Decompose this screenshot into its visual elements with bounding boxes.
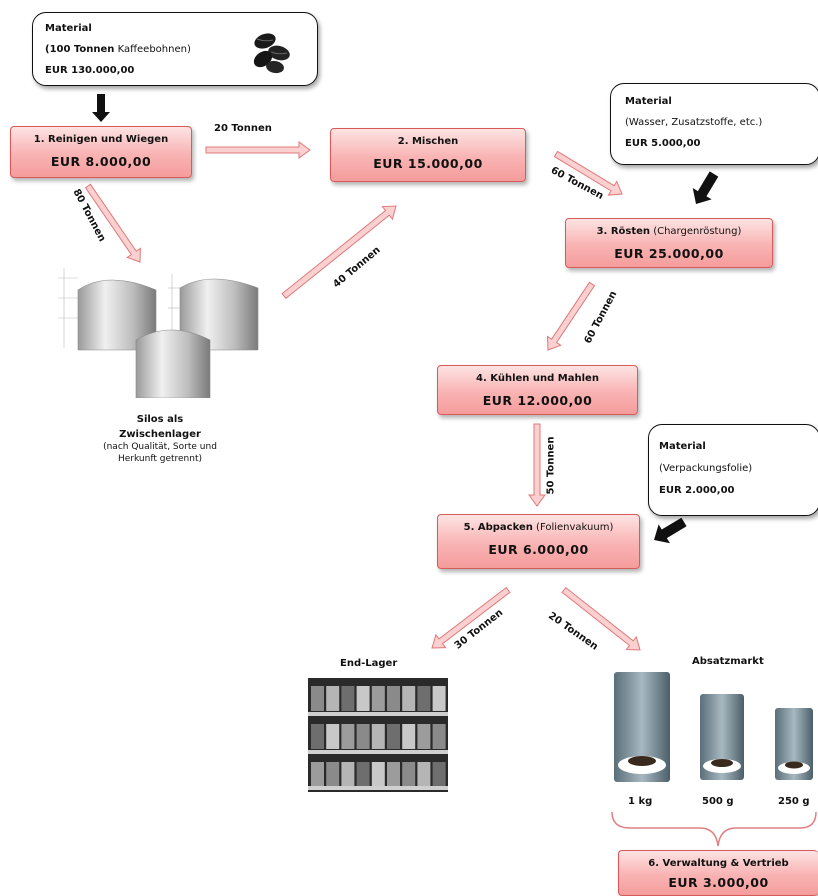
arrow-reinigen-to-silos [84, 183, 141, 263]
coffee-packages-image [614, 672, 813, 782]
arrow-silos-to-mischen [281, 205, 397, 300]
shelf-box [387, 724, 400, 749]
shelf-box [417, 724, 431, 749]
step-cost: EUR 12.000,00 [482, 393, 593, 408]
material-title: Material [625, 96, 672, 107]
arrow-abpacken-to-endlager [431, 586, 511, 649]
shelf-box [417, 686, 431, 711]
shelf-box [371, 724, 385, 749]
shelf-box [341, 686, 355, 711]
step-verwaltung-vertrieb: 6. Verwaltung & Vertrieb EUR 3.000,00 [618, 850, 818, 896]
material-box-additives: Material (Wasser, Zusatzstoffe, etc.) EU… [610, 83, 818, 165]
step-cost: EUR 6.000,00 [488, 542, 589, 557]
flow-label-kuehlen-to-abpacken: 50 Tonnen [545, 436, 557, 495]
silos-note-line1: (nach Qualität, Sorte und [103, 442, 217, 452]
step-name: 5. Abpacken (Folienvakuum) [463, 522, 614, 533]
silos-title-line2: Zwischenlager [119, 429, 201, 440]
sizes-bracket [611, 811, 817, 847]
shelf-box [417, 762, 431, 787]
material-box-coffee-beans: Material (100 Tonnen Kaffeebohnen) EUR 1… [32, 12, 318, 86]
arrow-material-to-abpacken [654, 517, 687, 544]
shelf-box [356, 762, 370, 787]
step-name: 1. Reinigen und Wiegen [33, 134, 169, 145]
shelf-box [356, 724, 370, 749]
arrow-kuehlen-to-abpacken [528, 423, 546, 507]
silos-caption: Silos als Zwischenlager (nach Qualität, … [80, 412, 240, 465]
material-subtitle: (Wasser, Zusatzstoffe, etc.) [625, 117, 763, 128]
arrow-reinigen-to-mischen [205, 141, 311, 159]
step-roesten: 3. Rösten (Chargenröstung) EUR 25.000,00 [565, 218, 773, 268]
arrow-abpacken-to-absatzmarkt [561, 586, 641, 651]
material-title: Material [659, 441, 706, 452]
shelf-box [371, 762, 385, 787]
shelf-box [387, 686, 400, 711]
pink-flow-arrows [84, 141, 641, 651]
silos-image [58, 268, 259, 398]
shelf-box [311, 686, 324, 711]
step-kuehlen-mahlen: 4. Kühlen und Mahlen EUR 12.000,00 [437, 365, 638, 415]
silos-title-line1: Silos als [136, 414, 184, 425]
material-title: Material [45, 23, 92, 34]
arrow-material-to-reinigen [92, 94, 110, 122]
step-name: 2. Mischen [397, 136, 459, 147]
arrow-roesten-to-kuehlen [546, 281, 596, 351]
material-subtitle: (100 Tonnen Kaffeebohnen) [45, 44, 191, 55]
warehouse-shelf-image [308, 678, 448, 792]
size-label-1kg: 1 kg [628, 796, 653, 807]
step-cost: EUR 15.000,00 [373, 156, 483, 171]
shelf-box [402, 686, 416, 711]
arrow-mischen-to-roesten [553, 150, 623, 196]
shelf-box [311, 762, 324, 787]
shelf-box [387, 762, 400, 787]
shelf-box [326, 686, 340, 711]
shelf-box [341, 724, 355, 749]
shelf-box [311, 724, 324, 749]
shelf-box [341, 762, 355, 787]
shelf-box [371, 686, 385, 711]
shelf-box [326, 762, 340, 787]
material-cost: EUR 130.000,00 [45, 65, 135, 76]
end-lager-title: End-Lager [340, 658, 398, 669]
size-label-500g: 500 g [702, 796, 734, 807]
step-abpacken: 5. Abpacken (Folienvakuum) EUR 6.000,00 [437, 514, 640, 569]
step-cost: EUR 25.000,00 [614, 246, 724, 261]
material-subtitle: (Verpackungsfolie) [659, 463, 753, 474]
step-name: 4. Kühlen und Mahlen [476, 373, 599, 384]
step-reinigen-wiegen: 1. Reinigen und Wiegen EUR 8.000,00 [10, 126, 192, 178]
coffee-beans-icon [253, 33, 290, 74]
step-name: 3. Rösten (Chargenröstung) [596, 226, 742, 237]
shelf-box [432, 724, 446, 749]
shelf-box [326, 724, 340, 749]
step-name: 6. Verwaltung & Vertrieb [648, 858, 789, 869]
shelf-box [432, 762, 446, 787]
arrow-material-to-roesten [692, 171, 719, 204]
shelf-box [356, 686, 370, 711]
shelf-box [402, 724, 416, 749]
step-cost: EUR 3.000,00 [668, 875, 769, 890]
step-mischen: 2. Mischen EUR 15.000,00 [330, 128, 526, 182]
absatzmarkt-title: Absatzmarkt [692, 656, 764, 667]
material-cost: EUR 5.000,00 [625, 138, 701, 149]
flow-label-reinigen-to-mischen: 20 Tonnen [214, 123, 272, 134]
size-label-250g: 250 g [778, 796, 810, 807]
material-cost: EUR 2.000,00 [659, 485, 735, 496]
shelf-box [402, 762, 416, 787]
material-input-arrows [92, 94, 719, 544]
material-box-packaging-foil: Material (Verpackungsfolie) EUR 2.000,00 [648, 424, 818, 516]
silos-note-line2: Herkunft getrennt) [117, 453, 202, 464]
step-cost: EUR 8.000,00 [50, 154, 152, 169]
shelf-box [432, 686, 446, 711]
